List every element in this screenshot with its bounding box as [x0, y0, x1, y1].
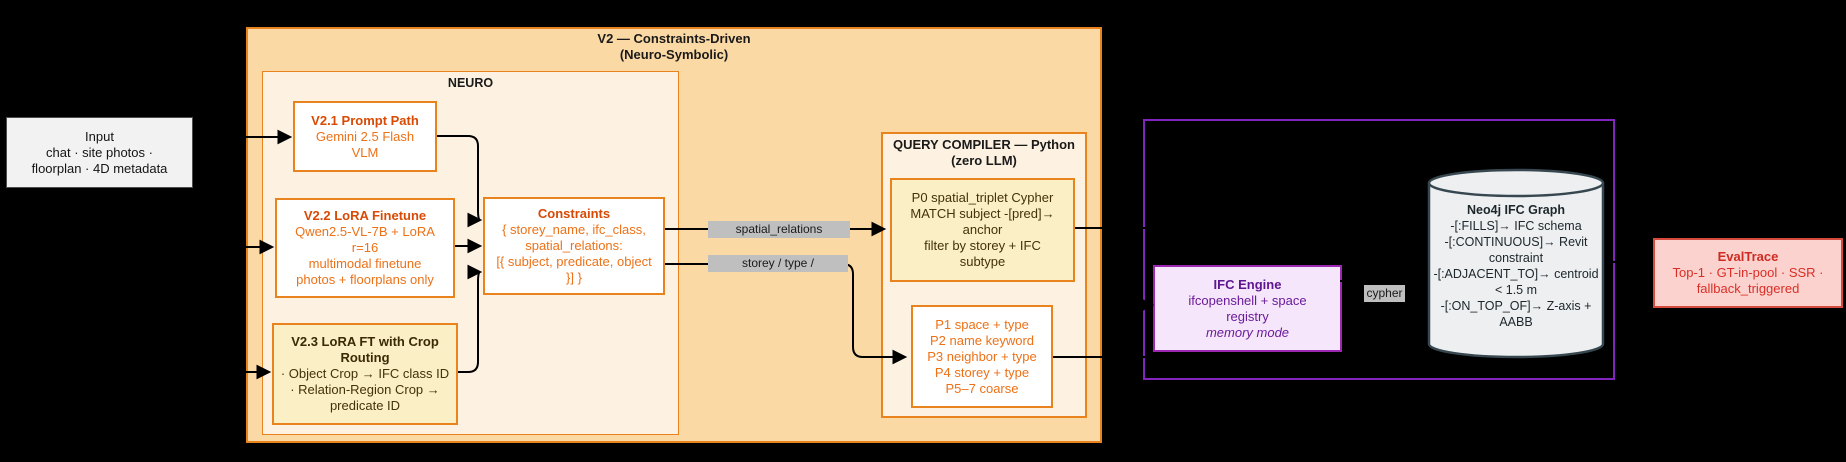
edge-label-cypher: cypher: [1364, 285, 1405, 302]
text-line: fallback_triggered: [1696, 281, 1800, 296]
text-line: spatial_relations:: [525, 238, 623, 253]
text-line: -[:ON_TOP_OF]→ Z-axis +: [1440, 299, 1592, 313]
v2-container-title: V2 — Constraints-Driven (Neuro-Symbolic): [246, 31, 1102, 63]
text-line: multimodal finetune: [308, 256, 422, 271]
text-line: registry: [1226, 308, 1269, 324]
text-line: }] }: [566, 270, 582, 285]
text-line: VLM: [351, 144, 379, 160]
evaltrace-node: EvalTrace Top-1 · GT-in-pool · SSR · fal…: [1653, 238, 1843, 308]
edge-label-storey-type: storey / type /: [708, 255, 848, 272]
text-line: AABB: [1499, 315, 1533, 329]
text-line: P2 name keyword: [929, 332, 1035, 348]
text-line: -[:ADJACENT_TO]→ centroid: [1433, 267, 1599, 281]
neuro-label: NEURO: [447, 76, 494, 90]
neo4j-graph-database-node: Neo4j IFC Graph -[:FILLS]→ IFC schema -[…: [1427, 168, 1605, 360]
text-line: { storey_name, ifc_class,: [502, 222, 646, 237]
text-line: Gemini 2.5 Flash: [315, 128, 415, 144]
ifc-engine-node: IFC Engine ifcopenshell + space registry…: [1153, 265, 1342, 352]
constraints-node: Constraints { storey_name, ifc_class, sp…: [483, 197, 665, 295]
node-title: IFC Engine: [1213, 276, 1282, 292]
text-line: P0 spatial_triplet Cypher: [911, 190, 1054, 205]
input-title: Input: [85, 128, 114, 144]
query-compiler-title: QUERY COMPILER — Python (zero LLM): [881, 137, 1087, 169]
text-line: [{ subject, predicate, object: [496, 254, 652, 269]
p0-spatial-triplet-node: P0 spatial_triplet Cypher MATCH subject …: [890, 178, 1075, 282]
text-line: photos + floorplans only: [296, 272, 434, 287]
text-line: Top-1 · GT-in-pool · SSR ·: [1672, 265, 1824, 280]
text-line: -[:FILLS]→ IFC schema: [1450, 219, 1582, 233]
v22-lora-finetune-node: V2.2 LoRA Finetune Qwen2.5-VL-7B + LoRA …: [275, 198, 455, 298]
text-line: floorplan · 4D metadata: [31, 160, 168, 176]
text-line: P5–7 coarse: [945, 380, 1019, 396]
text-line: < 1.5 m: [1494, 283, 1538, 297]
text-line: · Relation-Region Crop →: [290, 382, 440, 397]
text-line: predicate ID: [329, 398, 401, 413]
text-line: ifcopenshell + space: [1188, 292, 1307, 308]
input-node: Input chat · site photos · floorplan · 4…: [6, 117, 193, 188]
node-title: V2.1 Prompt Path: [311, 112, 419, 128]
node-title: V2.3 LoRA FT with Crop: [291, 334, 439, 349]
text-line: filter by storey + IFC: [924, 238, 1041, 253]
neo4j-text: Neo4j IFC Graph -[:FILLS]→ IFC schema -[…: [1427, 168, 1605, 360]
text-line: P4 storey + type: [934, 364, 1030, 380]
p1-fallback-pool-node: P1 space + type P2 name keyword P3 neigh…: [911, 305, 1053, 408]
database-cylinder-icon: [1427, 168, 1605, 359]
text-line: P3 neighbor + type: [927, 348, 1037, 364]
text-line: -[:CONTINUOUS]→ Revit: [1444, 235, 1588, 249]
text-line: r=16: [351, 240, 379, 255]
v21-prompt-path-node: V2.1 Prompt Path Gemini 2.5 Flash VLM: [293, 101, 437, 172]
text-line: Qwen2.5-VL-7B + LoRA: [295, 224, 435, 239]
text-line: memory mode: [1205, 324, 1290, 340]
node-title: Constraints: [537, 206, 611, 221]
node-title: Neo4j IFC Graph: [1467, 203, 1565, 217]
text-line: · Object Crop → IFC class ID: [280, 366, 450, 381]
text-line: chat · site photos ·: [46, 144, 153, 160]
text-line: P1 space + type: [935, 316, 1029, 332]
text-line: MATCH subject -[pred]→: [910, 206, 1055, 221]
node-title: V2.2 LoRA Finetune: [303, 208, 427, 223]
text-line: V2 — Constraints-Driven: [597, 31, 751, 46]
text-line: (Neuro-Symbolic): [619, 47, 729, 62]
text-line: constraint: [1488, 251, 1544, 265]
node-title: Routing: [340, 350, 390, 365]
edge-label-spatial-relations: spatial_relations: [708, 221, 850, 238]
text-line: anchor: [962, 222, 1003, 237]
v23-lora-ft-crop-routing-node: V2.3 LoRA FT with Crop Routing · Object …: [272, 323, 458, 425]
text-line: subtype: [959, 254, 1006, 269]
text-line: (zero LLM): [951, 153, 1017, 168]
node-title: EvalTrace: [1717, 249, 1779, 264]
text-line: QUERY COMPILER — Python: [892, 137, 1075, 152]
